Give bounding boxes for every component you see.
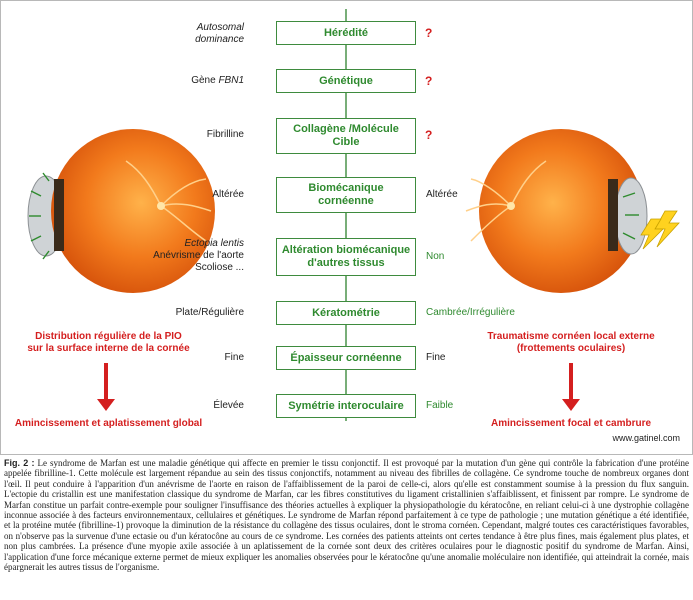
box-alteration: Altération biomécanique d'autres tissus — [276, 238, 416, 276]
right-iris — [608, 179, 618, 251]
right-pressure-arrow — [622, 192, 636, 198]
box-label: Hérédité — [323, 26, 369, 39]
left-label-text: Plate/Régulière — [175, 307, 244, 318]
right-label-biomecanique: Altérée — [426, 189, 458, 200]
right-globe — [479, 129, 643, 293]
left-label-line2: dominance — [195, 34, 244, 45]
figure-panel: Hérédité Génétique Collagène /Molécule C… — [0, 0, 693, 455]
left-label-line1: Ectopia lentis — [184, 238, 244, 249]
right-down-arrow-head — [562, 399, 580, 411]
right-panel-result: Amincissement focal et cambrure — [490, 418, 652, 429]
left-panel-title-line1: Distribution régulière de la PIO — [35, 331, 182, 342]
box-genetique: Génétique — [276, 69, 416, 93]
box-label-line2: cornéenne — [318, 195, 374, 207]
left-globe — [51, 129, 215, 293]
box-epaisseur: Épaisseur cornéenne — [276, 346, 416, 370]
right-label-keratometrie: Cambrée/Irrégulière — [426, 307, 515, 318]
box-label-line1: Collagène /Molécule — [293, 123, 399, 135]
left-label-text: Fibrilline — [206, 129, 244, 140]
left-panel-title: Distribution régulière de la PIO sur la … — [11, 331, 206, 355]
left-label-text: Gène — [191, 75, 219, 86]
right-label-alteration: Non — [426, 251, 445, 262]
left-label-text: Fine — [224, 352, 244, 363]
box-heredite: Hérédité — [276, 21, 416, 45]
left-iris — [54, 179, 64, 251]
left-pressure-arrow — [42, 172, 50, 182]
right-optic-disc — [507, 202, 515, 210]
figure-caption: Fig. 2 : Le syndrome de Marfan est une m… — [4, 458, 689, 572]
left-label-gene-name: FBN1 — [218, 75, 244, 86]
left-label-line3: Scoliose ... — [195, 262, 244, 273]
question-mark-collagene: ? — [425, 128, 433, 142]
left-label-keratometrie: Plate/Régulière — [176, 307, 244, 319]
left-pressure-arrow — [42, 250, 50, 260]
box-label-line2: d'autres tissus — [307, 257, 385, 269]
left-label-line1: Autosomal — [196, 22, 244, 33]
left-eye-illustration — [27, 129, 215, 293]
right-retinal-vessels — [465, 160, 547, 242]
right-label-symetrie: Faible — [426, 400, 454, 411]
lightning-bolt-icon — [640, 218, 664, 250]
left-label-collagene: Fibrilline — [207, 129, 244, 141]
left-pressure-arrow — [30, 190, 42, 197]
left-label-alteration: Ectopia lentis Anévrisme de l'aorte Scol… — [153, 238, 244, 274]
right-eye-illustration — [465, 129, 680, 293]
left-down-arrow-head — [97, 399, 115, 411]
left-label-text: Altérée — [212, 189, 244, 200]
box-label-line2: Cible — [332, 136, 360, 148]
diagram-graphics — [27, 9, 680, 421]
right-panel-title-line2: (frottements oculaires) — [516, 343, 626, 354]
left-label-heredite: Autosomal dominance — [195, 22, 244, 46]
caption-text: Le syndrome de Marfan est une maladie gé… — [4, 458, 690, 573]
question-mark-genetique: ? — [425, 74, 433, 88]
caption-label: Fig. 2 : — [4, 458, 35, 468]
box-label-line1: Biomécanique — [308, 182, 384, 194]
right-cornea — [614, 177, 648, 255]
left-label-line2: Anévrisme de l'aorte — [153, 250, 244, 261]
left-label-text: Élevée — [213, 400, 244, 411]
box-label-line1: Altération biomécanique — [281, 244, 411, 256]
question-mark-heredite: ? — [425, 26, 433, 40]
box-label: Symétrie interoculaire — [288, 399, 404, 412]
box-label: Kératométrie — [312, 306, 380, 319]
left-label-symetrie: Élevée — [213, 400, 244, 412]
right-pressure-arrow — [622, 232, 636, 240]
left-label-biomecanique: Altérée — [212, 189, 244, 201]
left-retinal-vessels — [125, 160, 212, 242]
credit-text: www.gatinel.com — [612, 433, 680, 443]
box-symetrie: Symétrie interoculaire — [276, 394, 416, 418]
left-label-genetique: Gène FBN1 — [191, 75, 244, 87]
left-optic-disc — [157, 202, 165, 210]
left-pressure-arrow — [30, 235, 42, 242]
box-collagene: Collagène /Molécule Cible — [276, 118, 416, 154]
right-panel-title-line1: Traumatisme cornéen local externe — [487, 331, 655, 342]
right-label-epaisseur: Fine — [426, 352, 446, 363]
left-label-epaisseur: Fine — [225, 352, 244, 364]
right-panel-title: Traumatisme cornéen local externe (frott… — [471, 331, 671, 355]
left-panel-result: Amincissement et aplatissement global — [14, 418, 203, 429]
box-label: Épaisseur cornéenne — [290, 351, 402, 364]
box-keratometrie: Kératométrie — [276, 301, 416, 325]
left-panel-title-line2: sur la surface interne de la cornée — [27, 343, 190, 354]
box-biomecanique: Biomécanique cornéenne — [276, 177, 416, 213]
box-label: Génétique — [319, 74, 373, 87]
